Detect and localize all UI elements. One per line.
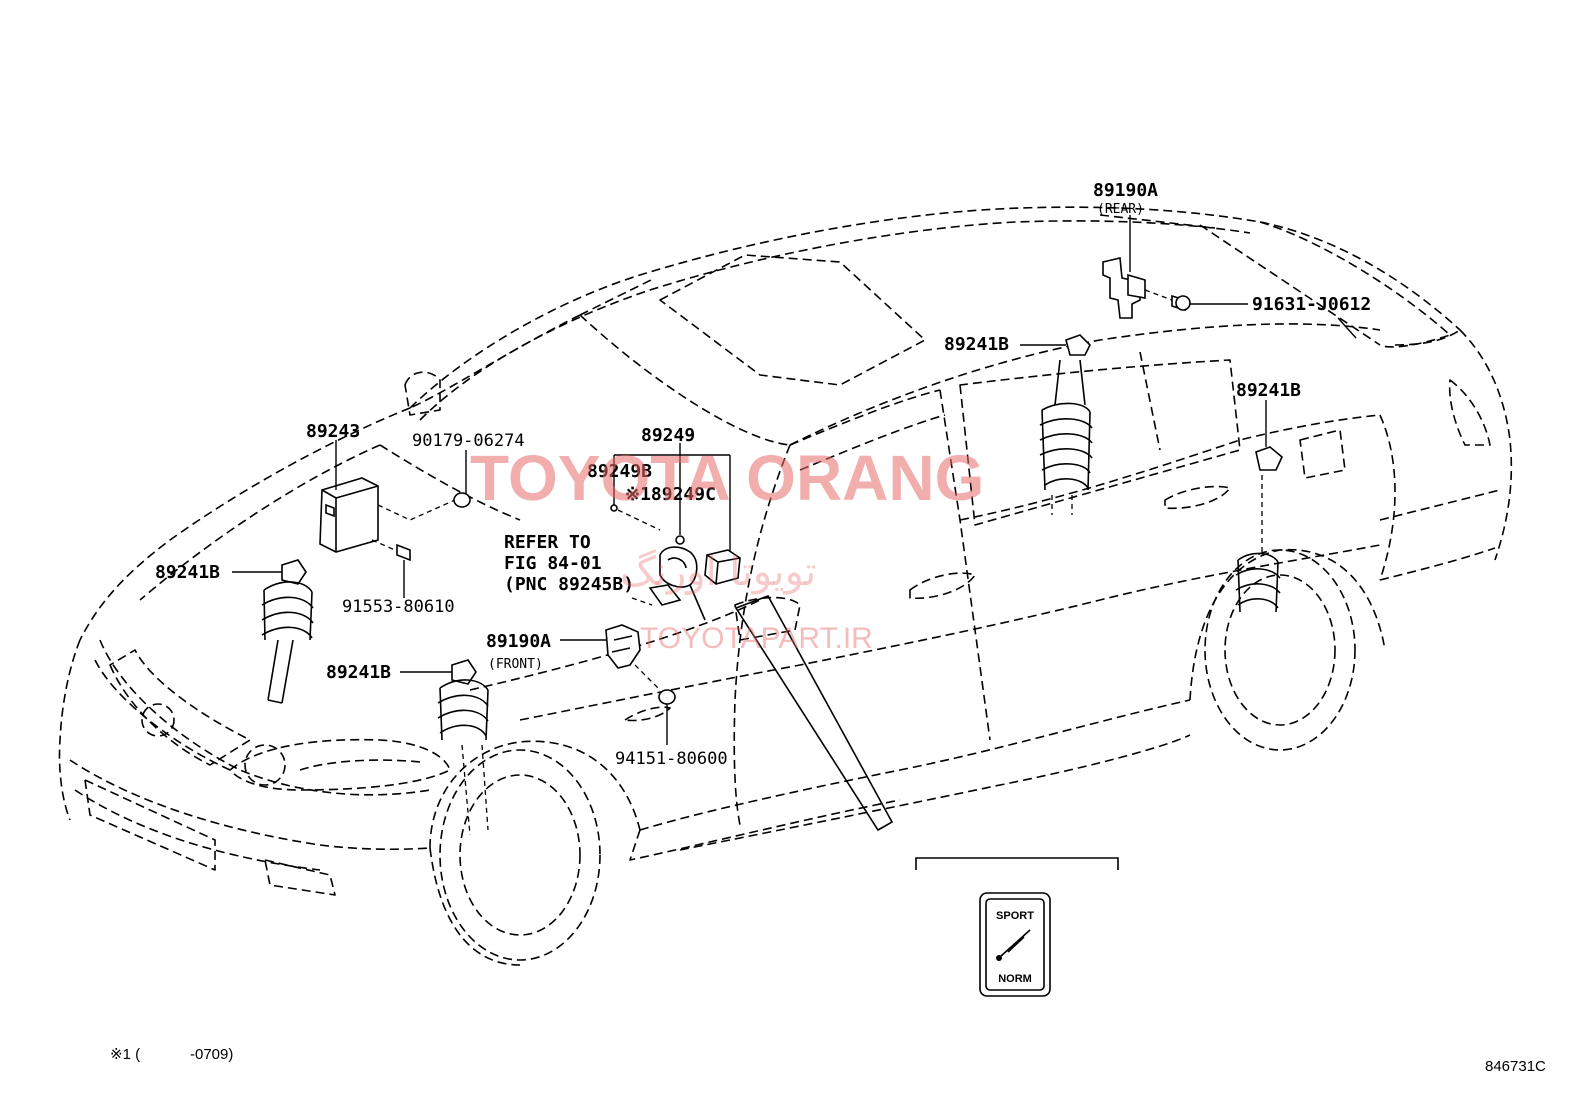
label-91553-80610: 91553-80610	[342, 597, 455, 617]
selector-switch-assembly	[610, 443, 741, 621]
label-94151-80600: 94151-80600	[615, 749, 728, 769]
label-89190A-rear: 89190A	[1093, 180, 1158, 201]
label-91631-j0612: 91631-J0612	[1252, 294, 1371, 315]
watermark-arabic: تویوتا اورنگ	[620, 549, 816, 595]
rear-left-shock-absorber	[1020, 334, 1093, 515]
label-89241B-rear-right: 89241B	[1236, 380, 1301, 401]
label-rear: (REAR)	[1097, 202, 1144, 217]
label-89249B: 89249B	[587, 461, 652, 482]
watermark-site: TOYOTAPART.IR	[640, 622, 873, 655]
label-refer-to: REFER TO	[504, 532, 591, 553]
rear-right-shock-absorber	[1235, 400, 1283, 613]
part-labels: 89190A (REAR) 91631-J0612 89241B 89241B …	[155, 180, 1371, 985]
label-89249C: ※189249C	[625, 484, 716, 505]
sport-norm-switch-panel	[915, 857, 1119, 997]
figure-id: 846731C	[1485, 1058, 1546, 1075]
label-89249: 89249	[641, 425, 695, 446]
label-89190A-front: 89190A	[486, 631, 551, 652]
rear-height-sensor	[1102, 215, 1357, 339]
watermark: TOYOTA ORANG تویوتا اورنگ TOYOTAPART.IR	[470, 442, 984, 655]
label-89241B-front-upper: 89241B	[155, 562, 220, 583]
footnote-range: -0709)	[190, 1046, 233, 1063]
front-upper-shock-absorber	[232, 559, 314, 704]
label-90179-06274: 90179-06274	[412, 431, 525, 451]
label-fig-84-01: FIG 84-01	[504, 553, 602, 574]
footer: ※1 ( -0709) 846731C	[110, 1046, 1546, 1075]
front-height-sensor	[560, 624, 676, 745]
shock-absorber-icon	[996, 929, 1031, 961]
label-89241B-rear-left: 89241B	[944, 334, 1009, 355]
watermark-title: TOYOTA ORANG	[470, 442, 984, 514]
callout-pointer	[734, 595, 894, 832]
label-pnc-89245b: (PNC 89245B)	[504, 574, 634, 595]
label-89241B-front-lower: 89241B	[326, 662, 391, 683]
switch-label-sport: SPORT	[996, 910, 1034, 922]
footnote-mark: ※1 (	[110, 1046, 140, 1063]
front-lower-shock-absorber	[400, 659, 489, 836]
switch-label-norm: NORM	[998, 973, 1032, 985]
car-body-outline	[58, 206, 1513, 966]
suspension-ecu	[319, 440, 471, 598]
label-89243: 89243	[306, 421, 360, 442]
label-front: (FRONT)	[488, 657, 543, 672]
